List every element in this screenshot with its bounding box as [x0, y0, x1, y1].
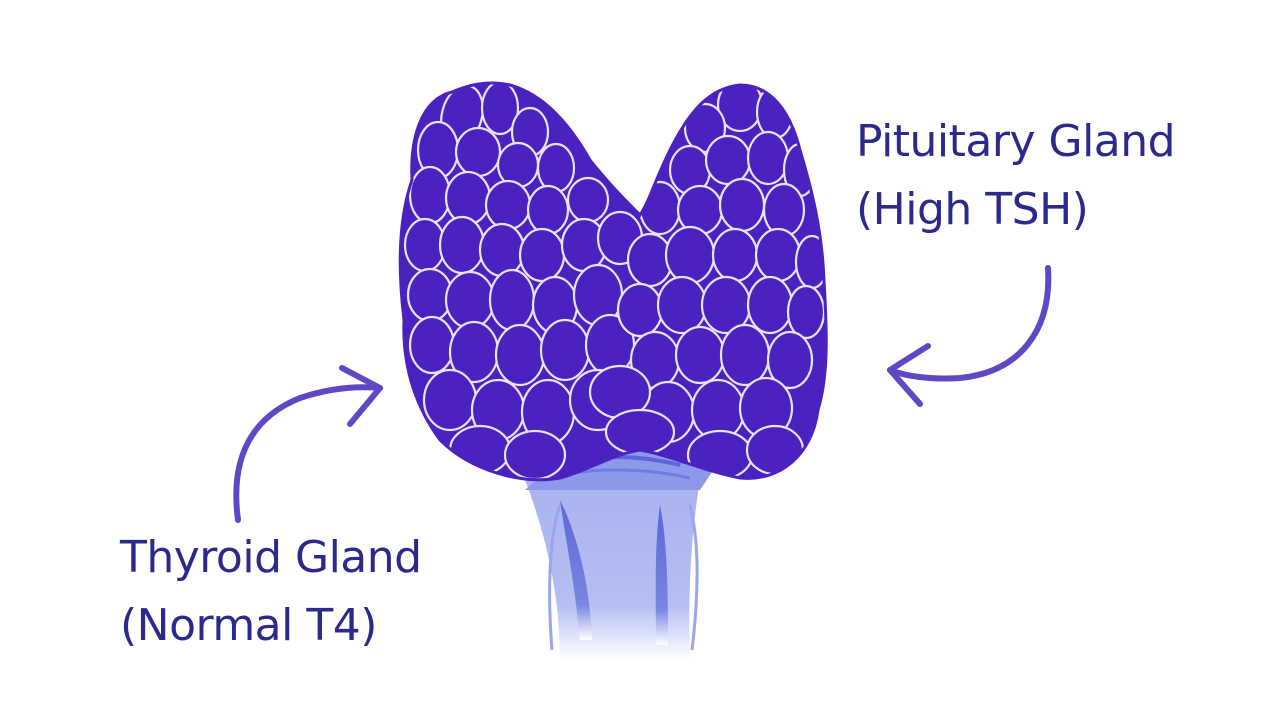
- pituitary-gland-label: Pituitary Gland (High TSH): [856, 108, 1176, 244]
- thyroid-arrow: [233, 365, 383, 523]
- thyroid-label-line2: (Normal T4): [120, 600, 377, 651]
- pituitary-label-line1: Pituitary Gland: [856, 116, 1176, 167]
- thyroid-label-line1: Thyroid Gland: [120, 532, 422, 583]
- trachea-shape: [525, 480, 700, 660]
- thyroid-gland-label: Thyroid Gland (Normal T4): [120, 524, 422, 660]
- pituitary-arrow: [887, 265, 1052, 407]
- thyroid-gland-shape: [398, 81, 828, 482]
- pituitary-label-line2: (High TSH): [856, 184, 1089, 235]
